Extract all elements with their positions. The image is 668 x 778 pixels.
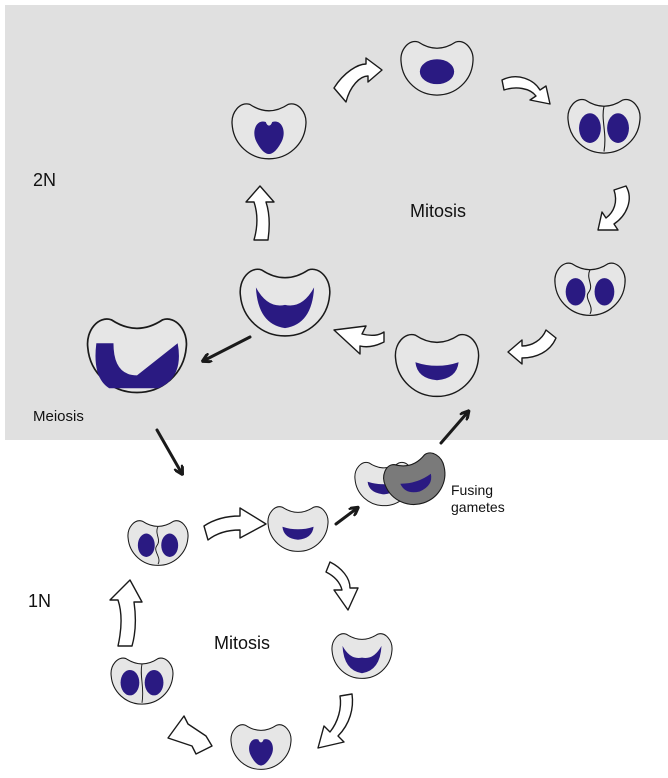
ploidy-label-diploid: 2N bbox=[33, 170, 56, 191]
cell-haploid-two-nuclei-bottom bbox=[111, 658, 173, 704]
cell-haploid-new bbox=[268, 507, 328, 552]
cycle-arrow bbox=[204, 508, 266, 540]
mitosis-label-diploid: Mitosis bbox=[410, 201, 466, 222]
cycle-arrow bbox=[168, 716, 212, 754]
cell-haploid-two-nuclei-top bbox=[128, 521, 188, 566]
cell-haploid-heart bbox=[231, 725, 291, 770]
cycle-arrow bbox=[318, 694, 352, 748]
ploidy-label-haploid: 1N bbox=[28, 591, 51, 612]
fusing-gametes bbox=[355, 450, 453, 513]
cycle-arrow bbox=[110, 580, 142, 646]
fusing-gametes-label-line2: gametes bbox=[451, 499, 505, 516]
mitosis-label-haploid: Mitosis bbox=[214, 633, 270, 654]
fusing-gametes-label-line1: Fusing bbox=[451, 482, 505, 499]
fusing-gametes-label: Fusing gametes bbox=[451, 482, 505, 516]
cell-haploid-crescent bbox=[332, 634, 392, 679]
arrow-to-fusion bbox=[336, 509, 356, 524]
cycle-arrow bbox=[326, 562, 358, 610]
meiosis-label: Meiosis bbox=[33, 408, 84, 425]
